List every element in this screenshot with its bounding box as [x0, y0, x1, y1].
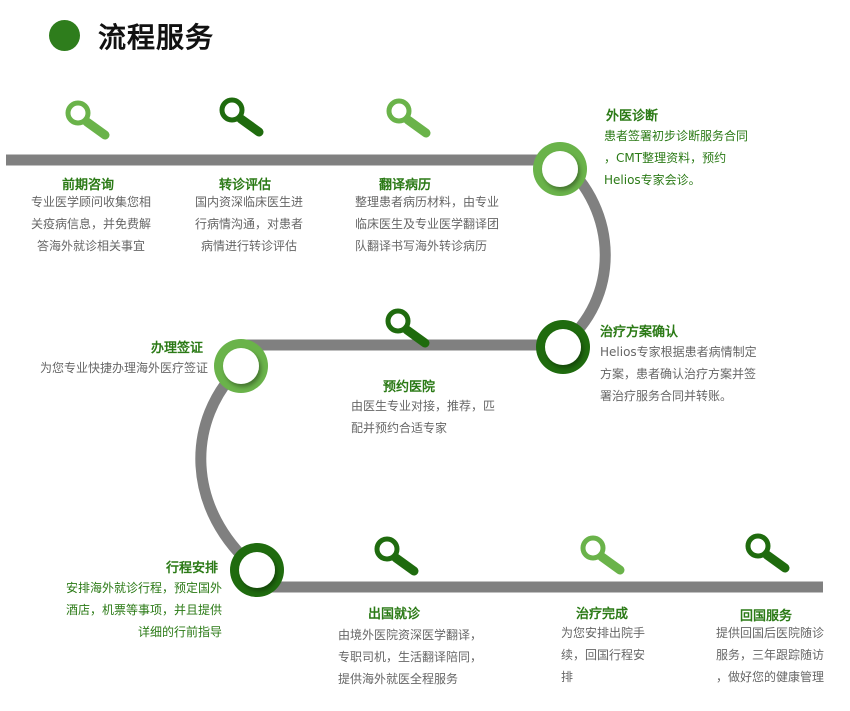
step-description-line: 队翻译书写海外转诊病历 [355, 239, 488, 253]
step-description: 整理患者病历材料，由专业 临床医生及专业医学翻译团 队翻译书写海外转诊病历 [355, 191, 515, 257]
step-description-line: 答海外就诊相关事宜 [36, 239, 145, 253]
step-description-line: 配并预约合适专家 [351, 421, 448, 435]
magnifier-icon [580, 535, 625, 575]
step-description: 由医生专业对接，推荐，匹 配并预约合适专家 [351, 395, 521, 439]
step-description-line: 排 [561, 670, 574, 684]
step-description: Helios专家根据患者病情制定 方案，患者确认治疗方案并签 署治疗服务合同并转… [600, 341, 780, 407]
step-description-line: 酒店，机票等事项，并且提供 [65, 603, 222, 617]
step-description: 提供回国后医院随诊 服务，三年跟踪随访 ，做好您的健康管理 [700, 622, 824, 688]
magnifier-icon [219, 97, 264, 137]
step-description: 患者签署初步诊断服务合同 ，CMT整理资料，预约 Helios专家会诊。 [604, 125, 774, 191]
step-description: 国内资深临床医生进 行病情沟通，对患者 病情进行转诊评估 [187, 191, 311, 257]
magnifier-icon [374, 536, 419, 576]
magnifier-icon [386, 98, 431, 138]
node-circle [533, 142, 587, 196]
step-title: 治疗方案确认 [600, 325, 679, 340]
step-title: 预约医院 [383, 380, 436, 395]
step-title: 出国就诊 [368, 607, 421, 622]
node-circle [214, 339, 268, 393]
step-description-line: 提供回国后医院随诊 [715, 626, 824, 640]
step-description-line: 专职司机，生活翻译陪同， [338, 650, 483, 664]
magnifier-icon [385, 308, 430, 348]
step-description-line: 详细的行前指导 [137, 625, 222, 639]
step-description-line: 临床医生及专业医学翻译团 [355, 217, 500, 231]
step-description-line: 署治疗服务合同并转账。 [600, 389, 733, 403]
magnifier-icon [745, 533, 790, 573]
page-title: 流程服务 [98, 21, 215, 54]
step-description-line: 病情进行转诊评估 [200, 239, 297, 253]
step-description: 为您专业快捷办理海外医疗签证 [20, 357, 208, 379]
step-title: 前期咨询 [62, 178, 115, 193]
step-title: 翻译病历 [379, 178, 432, 193]
step-description-line: 安排海外就诊行程，预定国外 [65, 581, 222, 595]
step-title: 外医诊断 [606, 109, 659, 124]
magnifier-icon [65, 100, 110, 140]
step-description: 专业医学顾问收集您相 关疫病信息，并免费解 答海外就诊相关事宜 [24, 191, 158, 257]
title-bullet-icon [49, 20, 80, 51]
step-description-line: 方案，患者确认治疗方案并签 [600, 367, 757, 381]
node-circle [230, 543, 284, 597]
step-description: 为您安排出院手 续，回国行程安 排 [561, 622, 661, 688]
node-circle [536, 320, 590, 374]
step-description-line: 患者签署初步诊断服务合同 [604, 129, 749, 143]
step-title: 回国服务 [740, 609, 793, 624]
step-description: 安排海外就诊行程，预定国外 酒店，机票等事项，并且提供 详细的行前指导 [44, 577, 222, 643]
step-title: 行程安排 [166, 561, 219, 576]
step-description-line: 提供海外就医全程服务 [338, 672, 459, 686]
step-title: 治疗完成 [576, 607, 629, 622]
step-description-line: 专业医学顾问收集您相 [30, 195, 151, 209]
step-description-line: 国内资深临床医生进 [194, 195, 303, 209]
step-description-line: 服务，三年跟踪随访 [715, 648, 824, 662]
step-description-line: 为您安排出院手 [561, 626, 646, 640]
step-description-line: 由境外医院资深医学翻译， [338, 628, 483, 642]
step-description: 由境外医院资深医学翻译， 专职司机，生活翻译陪同， 提供海外就医全程服务 [338, 624, 508, 690]
step-title: 转诊评估 [219, 178, 272, 193]
step-description-line: ，做好您的健康管理 [715, 670, 824, 684]
track-curve-left [195, 362, 261, 575]
step-description-line: Helios专家会诊。 [604, 173, 701, 187]
step-description-line: 关疫病信息，并免费解 [30, 217, 151, 231]
step-title: 办理签证 [151, 341, 204, 356]
step-description-line: 整理患者病历材料，由专业 [355, 195, 500, 209]
step-description-line: 为您专业快捷办理海外医疗签证 [39, 361, 208, 375]
process-track [6, 154, 823, 593]
step-description-line: 由医生专业对接，推荐，匹 [351, 399, 496, 413]
step-description-line: ，CMT整理资料，预约 [604, 151, 727, 165]
step-description-line: 行病情沟通，对患者 [194, 217, 303, 231]
step-description-line: 续，回国行程安 [561, 648, 646, 662]
step-description-line: Helios专家根据患者病情制定 [600, 345, 757, 359]
